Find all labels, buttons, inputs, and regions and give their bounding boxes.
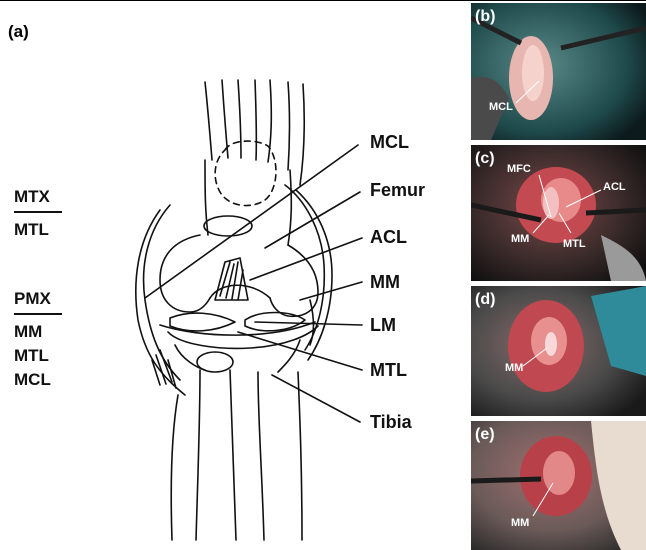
photo-d-label-mm: MM: [505, 362, 523, 374]
photo-d: (d) MM: [471, 286, 646, 416]
photo-b-label-mcl: MCL: [489, 101, 513, 113]
label-mm: MM: [370, 272, 400, 293]
label-femur: Femur: [370, 180, 425, 201]
label-mcl: MCL: [370, 132, 409, 153]
photo-c-label-mtl: MTL: [563, 238, 586, 250]
photo-c: (c) MFC ACL MM MTL: [471, 145, 646, 281]
photo-c-label-mm: MM: [511, 233, 529, 245]
label-tibia: Tibia: [370, 412, 412, 433]
photo-b: (b) MCL: [471, 3, 646, 140]
label-mtl: MTL: [370, 360, 407, 381]
label-lm: LM: [370, 315, 396, 336]
photo-c-label-acl: ACL: [603, 181, 626, 193]
photo-c-label-mfc: MFC: [507, 163, 531, 175]
photo-e-label-mm: MM: [511, 517, 529, 529]
photo-e: (e) MM: [471, 421, 646, 550]
label-acl: ACL: [370, 227, 407, 248]
